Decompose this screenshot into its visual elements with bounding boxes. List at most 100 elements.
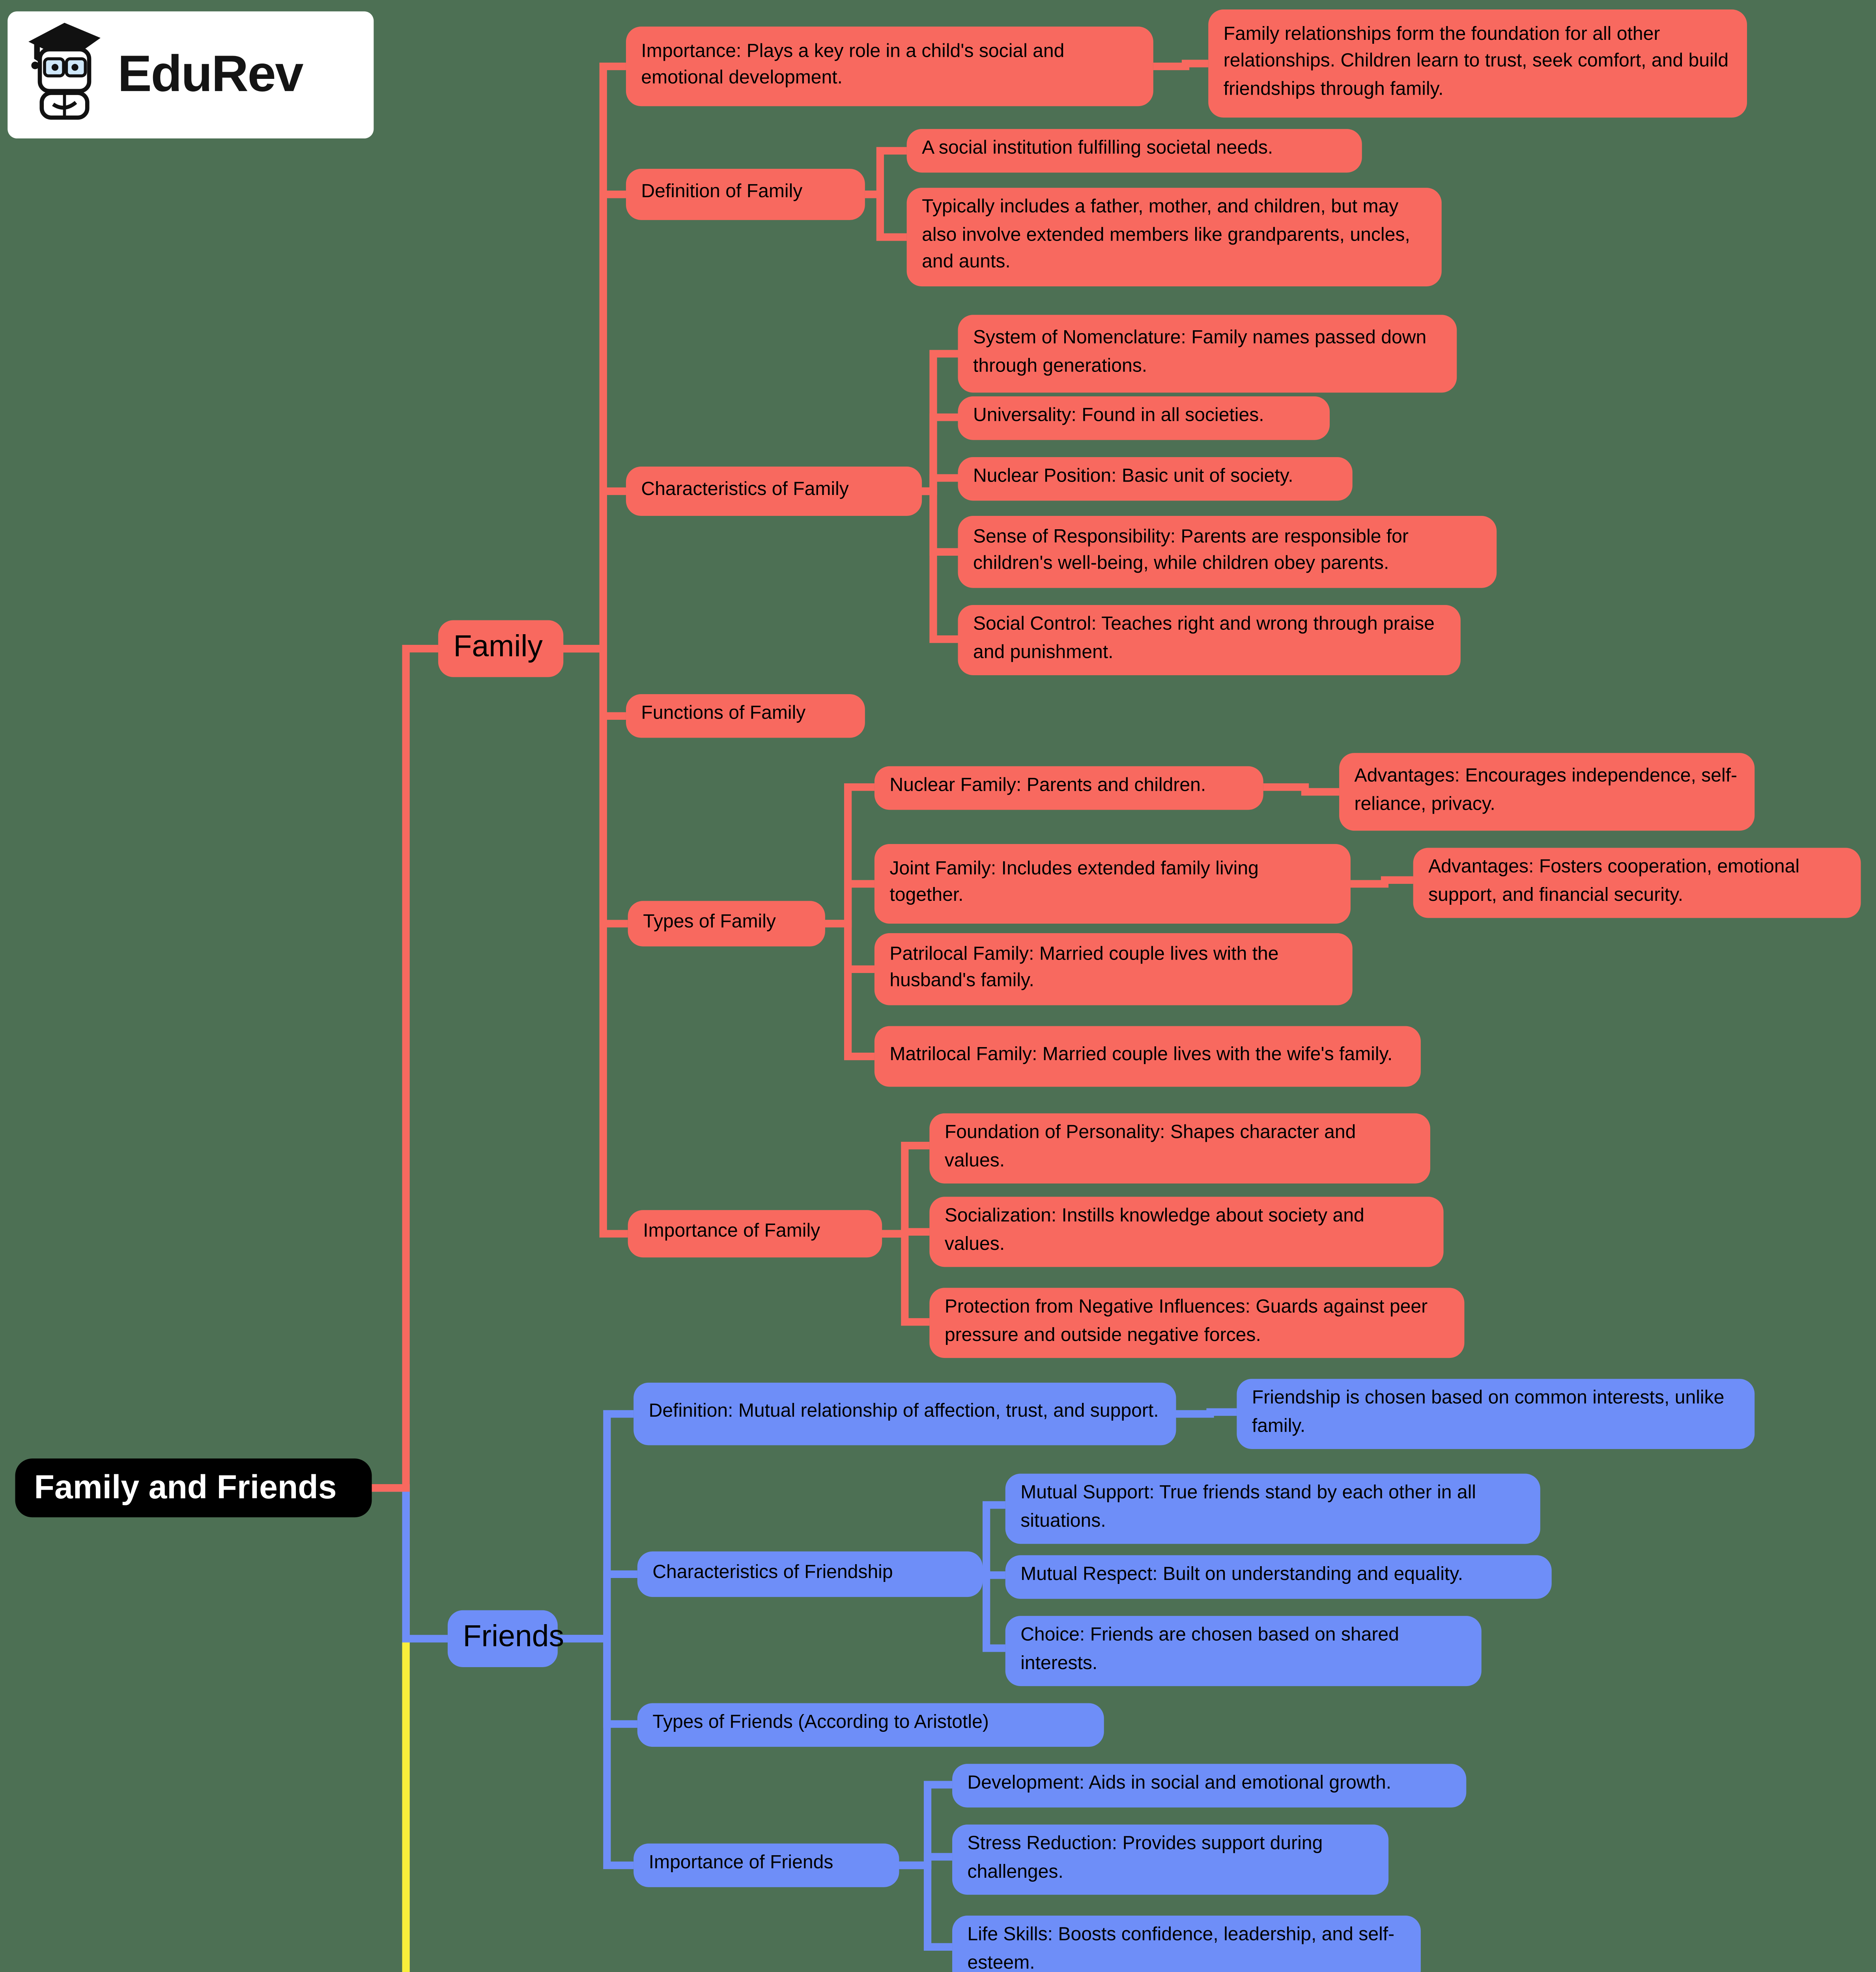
node-label: Characteristics of Family xyxy=(641,479,849,500)
node-fam-char5: Social Control: Teaches right and wrong … xyxy=(958,605,1461,675)
node-fr-c3: Choice: Friends are chosen based on shar… xyxy=(1005,1616,1482,1686)
connector-fr-imp-fr-i3 xyxy=(899,1861,953,1951)
node-fr-def-note: Friendship is chosen based on common int… xyxy=(1237,1379,1755,1449)
connector-fam-impfam-fam-if3 xyxy=(882,1230,930,1326)
node-label: Characteristics of Friendship xyxy=(652,1562,893,1584)
connector-friends-fr-def xyxy=(557,1410,634,1643)
node-fr-i1: Development: Aids in social and emotiona… xyxy=(952,1764,1467,1807)
node-fr-imp: Importance of Friends xyxy=(633,1843,899,1887)
node-label: Nuclear Position: Basic unit of society. xyxy=(973,466,1293,487)
node-label: Types of Friends (According to Aristotle… xyxy=(652,1712,989,1734)
node-fr-i3: Life Skills: Boosts confidence, leadersh… xyxy=(952,1915,1421,1972)
node-fr-char: Characteristics of Friendship xyxy=(637,1551,983,1597)
node-label: Family xyxy=(453,632,543,665)
node-fam-char: Characteristics of Family xyxy=(626,466,922,516)
node-label: Patrilocal Family: Married couple lives … xyxy=(889,943,1279,992)
node-label: Importance: Plays a key role in a child'… xyxy=(641,41,1065,90)
node-fam-t2: Joint Family: Includes extended family l… xyxy=(874,844,1351,924)
node-label: Definition: Mutual relationship of affec… xyxy=(648,1402,1159,1423)
node-fam-def1: A social institution fulfilling societal… xyxy=(906,129,1362,173)
connector-family-fam-imp1 xyxy=(563,62,626,653)
node-label: Friendship is chosen based on common int… xyxy=(1252,1388,1725,1437)
connector-fr-char-fr-c3 xyxy=(983,1570,1005,1652)
node-fam-def: Definition of Family xyxy=(626,168,865,220)
node-label: Mutual Respect: Built on understanding a… xyxy=(1020,1565,1463,1586)
connector-fam-def-fam-def1 xyxy=(865,147,907,198)
node-fam-char2: Universality: Found in all societies. xyxy=(958,396,1330,439)
connector-fam-char-fam-char5 xyxy=(922,487,958,643)
node-label: Development: Aids in social and emotiona… xyxy=(967,1773,1392,1795)
node-fam-if1: Foundation of Personality: Shapes charac… xyxy=(929,1113,1430,1184)
node-label: Universality: Found in all societies. xyxy=(973,406,1264,427)
node-label: Joint Family: Includes extended family l… xyxy=(889,858,1259,907)
connector-family-fam-types xyxy=(563,645,628,928)
node-fam-impfam: Importance of Family xyxy=(628,1210,882,1258)
connector-fr-def-fr-def-note xyxy=(1176,1408,1237,1418)
node-label: Friends xyxy=(463,1622,564,1655)
connector-fam-def-fam-def2 xyxy=(865,190,907,241)
node-label: Family relationships form the foundation… xyxy=(1223,24,1729,100)
node-fam-char3: Nuclear Position: Basic unit of society. xyxy=(958,457,1353,500)
node-label: Importance of Family xyxy=(643,1222,820,1243)
node-fr-i2: Stress Reduction: Provides support durin… xyxy=(952,1824,1389,1895)
node-fam-func: Functions of Family xyxy=(626,694,865,738)
node-friends: Friends xyxy=(447,1610,564,1668)
connector-fam-imp1-fam-imp1-note xyxy=(1153,60,1209,70)
connector-friends-fr-imp xyxy=(557,1635,634,1869)
node-fam-imp1-note: Family relationships form the foundation… xyxy=(1208,9,1747,118)
node-label: Choice: Friends are chosen based on shar… xyxy=(1020,1625,1399,1674)
connector-fam-impfam-fam-if1 xyxy=(882,1141,930,1238)
connector-fam-t2-fam-t2a xyxy=(1350,876,1413,888)
node-label: Sense of Responsibility: Parents are res… xyxy=(973,526,1409,575)
node-fam-t1a: Advantages: Encourages independence, sel… xyxy=(1339,753,1755,831)
edurev-logo: EduRev xyxy=(7,11,374,139)
node-fam-imp1: Importance: Plays a key role in a child'… xyxy=(626,26,1153,106)
connector-family-fam-def xyxy=(563,190,626,653)
node-label: Nuclear Family: Parents and children. xyxy=(889,775,1206,797)
connector-fr-char-fr-c1 xyxy=(983,1501,1005,1578)
connector-fam-char-fam-char4 xyxy=(922,487,958,556)
node-label: Importance of Friends xyxy=(648,1853,833,1875)
logo-brand-text: EduRev xyxy=(118,45,303,103)
connector-root-friends xyxy=(372,1484,448,1643)
node-fam-t2a: Advantages: Fosters cooperation, emotion… xyxy=(1413,848,1861,918)
node-label: Types of Family xyxy=(643,911,776,933)
node-fam-if2: Socialization: Instills knowledge about … xyxy=(929,1197,1444,1267)
connector-fam-t1-fam-t1a xyxy=(1263,783,1340,796)
node-label: Protection from Negative Influences: Gua… xyxy=(944,1297,1428,1346)
node-fam-t1: Nuclear Family: Parents and children. xyxy=(874,766,1263,809)
node-fam-def2: Typically includes a father, mother, and… xyxy=(906,188,1442,287)
node-label: Life Skills: Boosts confidence, leadersh… xyxy=(967,1925,1395,1972)
connector-family-fam-impfam xyxy=(563,645,628,1238)
node-label: Definition of Family xyxy=(641,182,803,204)
node-root: Family and Friends xyxy=(15,1458,372,1518)
node-label: Typically includes a father, mother, and… xyxy=(922,198,1410,274)
node-label: Foundation of Personality: Shapes charac… xyxy=(944,1122,1356,1171)
connector-fam-types-fam-t4 xyxy=(825,920,874,1061)
node-label: Family and Friends xyxy=(34,1468,337,1506)
node-fam-char4: Sense of Responsibility: Parents are res… xyxy=(958,516,1497,588)
node-fr-c1: Mutual Support: True friends stand by ea… xyxy=(1005,1473,1540,1544)
connector-root-family xyxy=(372,645,438,1492)
connector-fam-char-fam-char1 xyxy=(922,350,958,495)
node-fr-def: Definition: Mutual relationship of affec… xyxy=(633,1382,1176,1445)
node-fam-t4: Matrilocal Family: Married couple lives … xyxy=(874,1026,1421,1087)
node-fam-if3: Protection from Negative Influences: Gua… xyxy=(929,1288,1465,1358)
node-label: Matrilocal Family: Married couple lives … xyxy=(889,1044,1393,1066)
node-label: System of Nomenclature: Family names pas… xyxy=(973,328,1427,377)
node-label: Mutual Support: True friends stand by ea… xyxy=(1020,1483,1476,1532)
node-fam-types: Types of Family xyxy=(628,901,825,947)
node-fam-t3: Patrilocal Family: Married couple lives … xyxy=(874,933,1353,1005)
node-fr-types: Types of Friends (According to Aristotle… xyxy=(637,1703,1104,1746)
node-label: Socialization: Instills knowledge about … xyxy=(944,1206,1364,1255)
node-label: Advantages: Encourages independence, sel… xyxy=(1354,766,1738,815)
node-fam-char1: System of Nomenclature: Family names pas… xyxy=(958,315,1457,393)
connector-fam-types-fam-t2 xyxy=(825,880,874,928)
node-label: A social institution fulfilling societal… xyxy=(922,139,1273,160)
connector-friends-fr-types xyxy=(557,1635,637,1728)
node-family: Family xyxy=(438,620,564,677)
connector-family-fam-func xyxy=(563,645,626,720)
node-fr-c2: Mutual Respect: Built on understanding a… xyxy=(1005,1555,1552,1598)
